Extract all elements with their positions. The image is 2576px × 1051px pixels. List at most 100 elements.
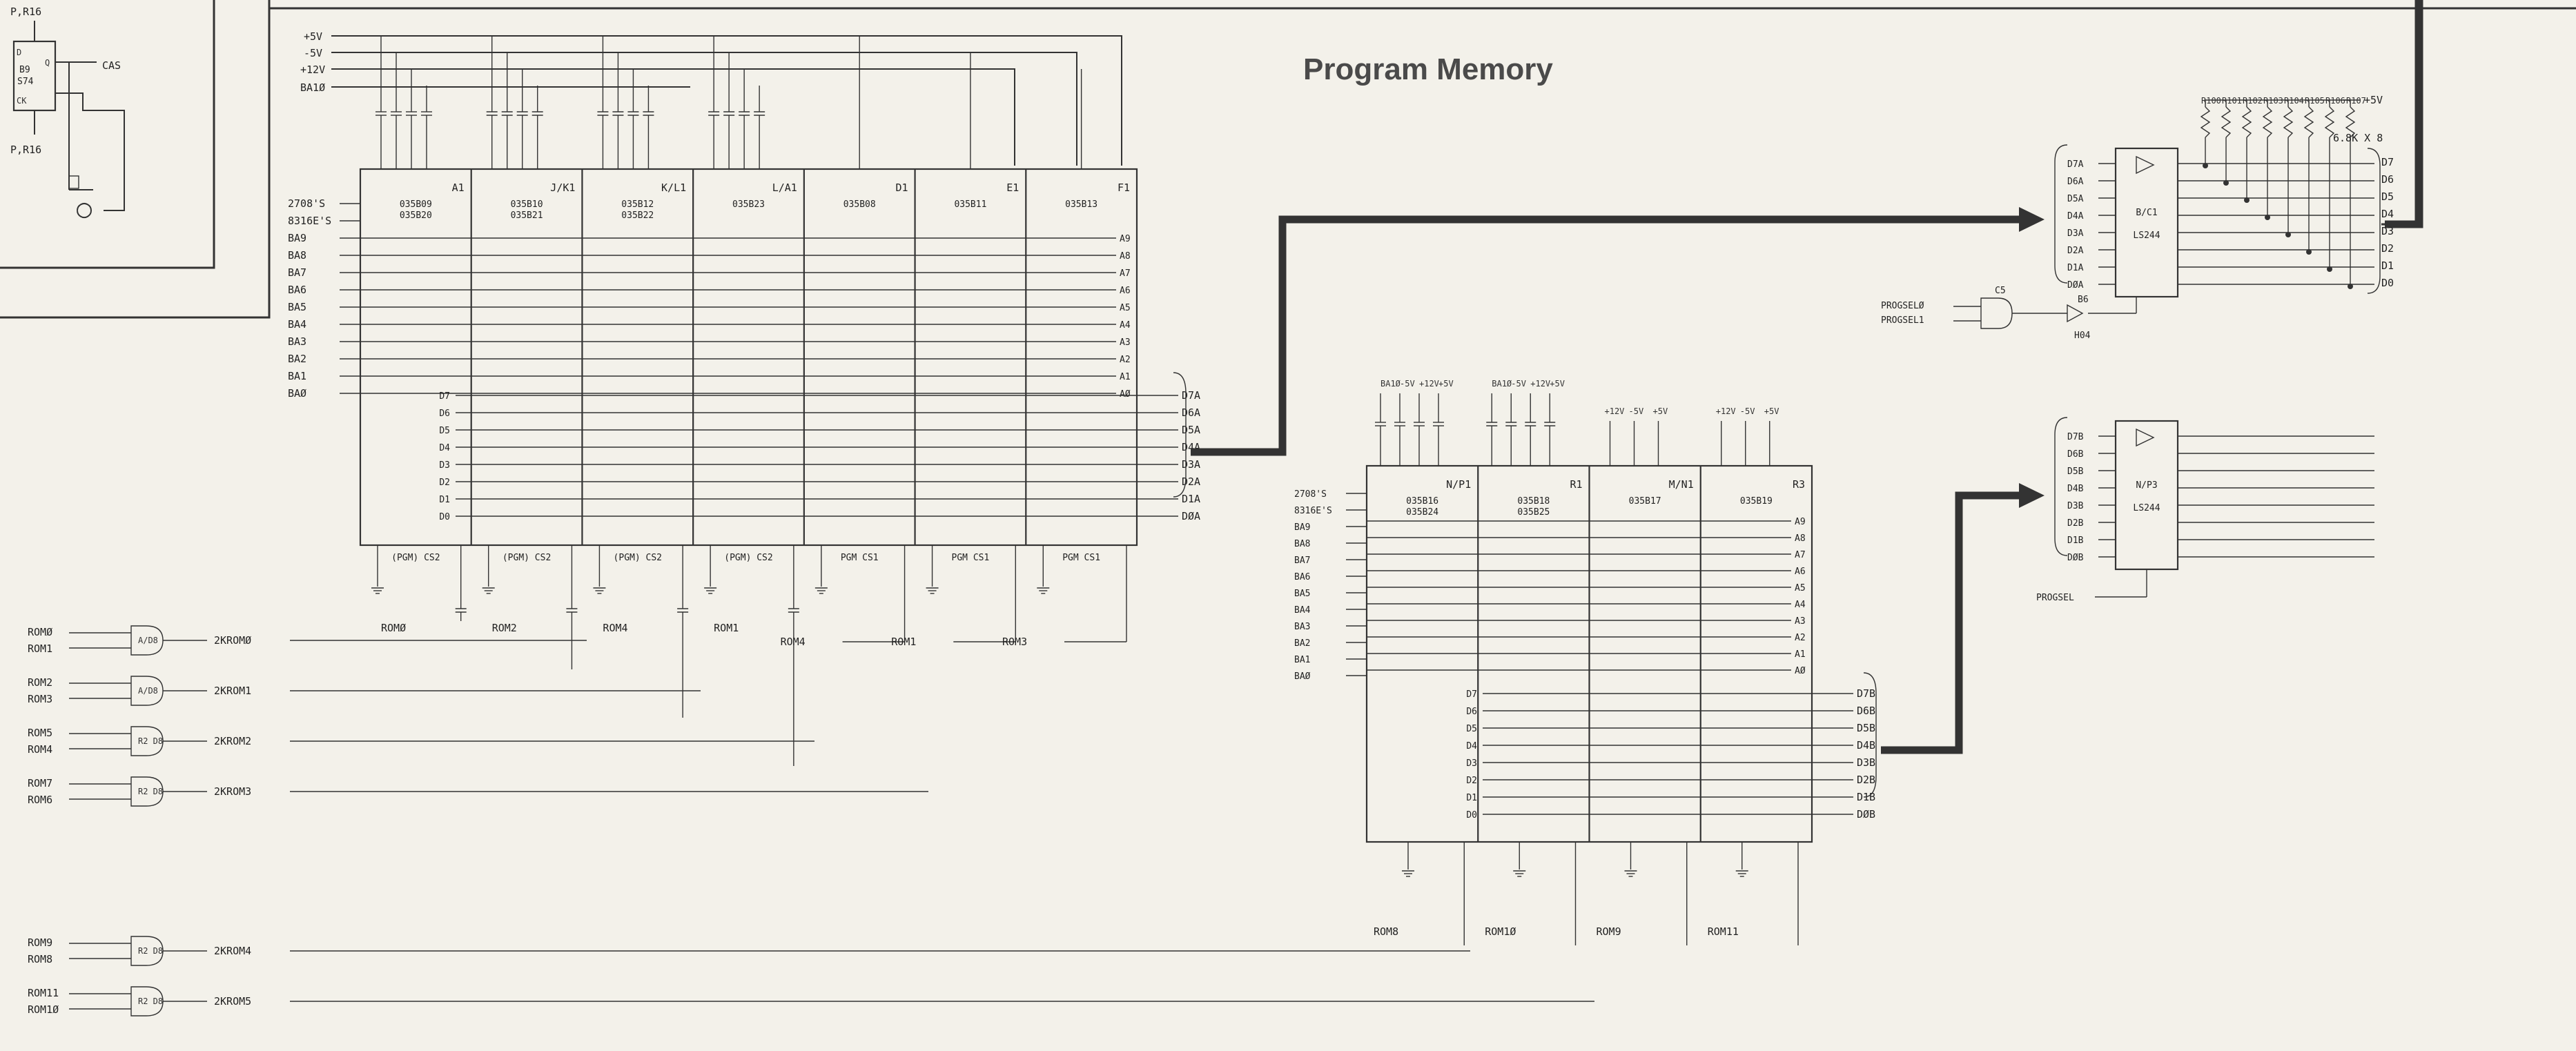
address-input-label: BA9 xyxy=(1294,522,1310,533)
chip-location: F1 xyxy=(1118,181,1130,194)
chip-select-label: (PGM) CS2 xyxy=(724,553,772,563)
ff-out-label: CAS xyxy=(102,59,121,72)
address-input-label: BAØ xyxy=(288,387,306,400)
chip-location: K/L1 xyxy=(661,181,686,194)
data-line-label: D2 xyxy=(439,478,450,488)
rom-select-name: ROM1 xyxy=(714,622,739,634)
resistor-label: R101 xyxy=(2222,96,2242,106)
chip-location: L/A1 xyxy=(772,181,797,194)
address-input-label: BA7 xyxy=(1294,556,1310,566)
bank-b-output-label: D4B xyxy=(1857,739,1875,752)
decoder-input-label: ROM1 xyxy=(28,642,52,655)
supply-label: +12V xyxy=(1716,406,1736,416)
top-chip-labels: A1035B09035B20J/K1035B10035B21K/L1035B12… xyxy=(400,181,1130,221)
data-line-label: D4 xyxy=(439,443,450,453)
supply-label: BA1Ø xyxy=(1380,379,1401,389)
gate-label: R2 D8 xyxy=(138,787,163,796)
junction-dot xyxy=(2348,284,2353,289)
data-output-label: D3 xyxy=(2381,225,2394,237)
bank-b-output-label: D7B xyxy=(1857,687,1875,700)
decoder-input-label: ROM9 xyxy=(28,936,52,949)
rom-select-name: ROM3 xyxy=(1002,636,1027,648)
ff-q-label: Q xyxy=(45,58,50,68)
buffer-input-label: D4B xyxy=(2067,484,2084,494)
ground-symbol xyxy=(371,587,384,594)
decoupling-cap xyxy=(501,104,513,123)
decoder-input-label: ROMØ xyxy=(28,626,52,638)
address-output-label: A8 xyxy=(1795,533,1806,544)
chip-location: D1 xyxy=(896,181,908,194)
address-input-label: BA5 xyxy=(1294,589,1310,599)
data-output-label: D5 xyxy=(2381,190,2394,203)
resistor-supply-label: +5V xyxy=(2364,94,2383,106)
resistor-label: R100 xyxy=(2201,96,2221,106)
address-output-label: A4 xyxy=(1120,320,1131,331)
decoder-input-label: ROM11 xyxy=(28,987,59,999)
data-output-label: D2 xyxy=(2381,242,2394,255)
resistor xyxy=(2345,106,2356,138)
supply-label: -5V xyxy=(1400,379,1415,389)
address-input-label: 8316E'S xyxy=(288,215,331,227)
decoupling-cap xyxy=(597,104,609,123)
data-line-label: D6 xyxy=(439,409,450,419)
resistor xyxy=(2324,106,2335,138)
rom-select-name: ROM11 xyxy=(1708,925,1739,938)
address-output-label: A7 xyxy=(1795,550,1806,560)
supply-label: +5V xyxy=(1438,379,1454,389)
decoupling-cap xyxy=(516,104,528,123)
buffer-location: B/C1 xyxy=(2136,208,2157,218)
chip-select-label: PGM CS1 xyxy=(1062,553,1100,563)
ground-symbol xyxy=(1037,587,1050,594)
bank-b-output-label: D6B xyxy=(1857,705,1875,717)
bank-b-output-label: DØB xyxy=(1857,808,1875,821)
data-line-label: D1 xyxy=(1466,793,1477,803)
nand-gate xyxy=(130,936,164,966)
b6-label: B6 xyxy=(2078,295,2089,305)
chip-alt-part-number: 035B22 xyxy=(621,210,654,221)
address-input-label: BA2 xyxy=(1294,638,1310,649)
address-input-label: BA7 xyxy=(288,266,306,279)
gate-label: R2 D8 xyxy=(138,946,163,956)
decoupling-cap xyxy=(391,104,402,123)
supply-label: +12V xyxy=(1605,406,1625,416)
rail-plus5-label: +5V xyxy=(304,30,322,43)
bank-a-output-label: D5A xyxy=(1182,424,1200,436)
decoder-input-label: ROM1Ø xyxy=(28,1003,59,1016)
junction-dot xyxy=(2203,163,2208,168)
ground-symbol xyxy=(704,587,717,594)
buffer-input-label: D3A xyxy=(2067,228,2084,239)
ground-symbol xyxy=(1513,870,1526,877)
ff-d-label: D xyxy=(17,48,21,57)
chip-alt-part-number: 035B24 xyxy=(1406,507,1438,518)
decoupling-cap xyxy=(723,104,735,123)
address-output-label: A6 xyxy=(1120,286,1131,296)
bank-a-output-label: D3A xyxy=(1182,458,1200,471)
address-input-label: BA2 xyxy=(288,353,306,365)
rom-select-name: ROM2 xyxy=(492,622,517,634)
ff-part-label: S74 xyxy=(17,77,34,87)
address-output-label: A7 xyxy=(1120,268,1131,279)
data-line-label: D3 xyxy=(439,460,450,471)
decoder-input-label: ROM3 xyxy=(28,693,52,705)
supply-label: +5V xyxy=(1764,406,1779,416)
resistor xyxy=(2303,106,2314,138)
buffer-input-label: D6A xyxy=(2067,177,2084,187)
resistor-label: R103 xyxy=(2263,96,2283,106)
top-address-inputs: 2708'S8316E'SBA9BA8BA7BA6BA5BA4BA3BA2BA1… xyxy=(288,197,360,400)
buffer-input-label: D2B xyxy=(2067,518,2084,529)
address-input-label: BA5 xyxy=(288,301,306,313)
decoder-output-label: 2KROMØ xyxy=(214,634,251,647)
address-input-label: BA4 xyxy=(1294,605,1311,616)
junction-dot xyxy=(2327,266,2332,272)
chip-location: E1 xyxy=(1006,181,1019,194)
decoupling-cap xyxy=(1505,414,1517,433)
address-output-label: AØ xyxy=(1120,389,1131,400)
supply-label: +5V xyxy=(1550,379,1565,389)
address-output-label: A1 xyxy=(1120,372,1131,382)
chip-part-number: 035B19 xyxy=(1740,496,1773,507)
junction-dot xyxy=(2306,249,2312,255)
data-line-label: D6 xyxy=(1466,707,1477,717)
data-output-label: D0 xyxy=(2381,277,2394,289)
